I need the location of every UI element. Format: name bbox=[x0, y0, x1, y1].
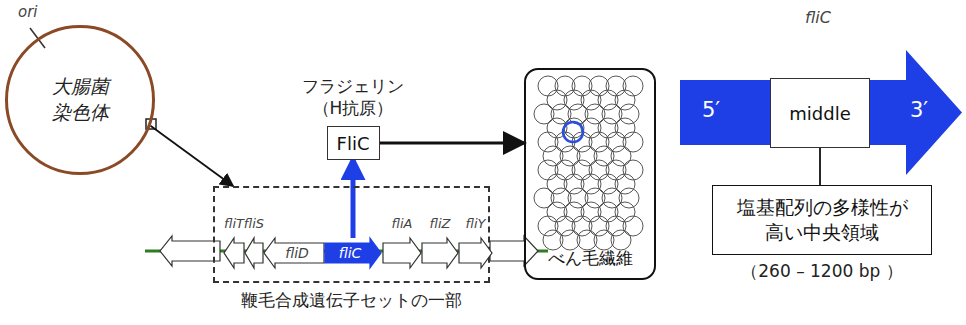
subunit-circle bbox=[615, 174, 635, 194]
subunit-circle bbox=[619, 104, 639, 124]
gene-arrow: fliA bbox=[383, 238, 421, 268]
chromosome-label: 大腸菌 染色体 bbox=[48, 74, 113, 125]
gene-name: fliZ bbox=[410, 216, 470, 231]
node-outline bbox=[224, 238, 244, 268]
node-outline bbox=[459, 238, 492, 268]
protein-box: フラジェリン （H抗原）FliC bbox=[327, 126, 380, 160]
gene-cluster-box: 鞭毛合成遺伝子セットの一部fliTfliSfliDfliCfliAfliZfli… bbox=[213, 186, 490, 283]
gene-name: fliS bbox=[233, 216, 275, 231]
leader-line bbox=[819, 148, 821, 185]
gene-set-caption: 鞭毛合成遺伝子セットの一部 bbox=[155, 289, 548, 312]
gene-arrow: fliC bbox=[325, 238, 381, 268]
subunit-circle bbox=[611, 146, 631, 166]
subunit-circle bbox=[615, 118, 635, 138]
gene-name: fliY bbox=[447, 216, 504, 231]
subunit-circle bbox=[619, 188, 639, 208]
gene-name: fliD bbox=[279, 245, 309, 261]
node-outline bbox=[422, 238, 458, 268]
gene-arrow: fliZ bbox=[422, 238, 458, 268]
gene-arrow bbox=[490, 236, 538, 266]
flagellar-filament-box: べん毛繊維 bbox=[524, 68, 656, 280]
flow-arrow bbox=[351, 160, 356, 238]
gene-name: fliA bbox=[371, 216, 433, 231]
callout-text: 塩基配列の多様性が 高い中央領域 bbox=[732, 195, 913, 244]
gene-name: fliC bbox=[788, 8, 848, 27]
strand-end: 3′ bbox=[910, 98, 928, 122]
ori-tick bbox=[30, 28, 45, 48]
flagellin-subunits bbox=[534, 76, 643, 250]
filament-label: べん毛繊維 bbox=[526, 247, 654, 270]
subunit-circle bbox=[615, 202, 635, 222]
node-outline bbox=[383, 238, 421, 268]
gene-arrow: fliY bbox=[459, 238, 492, 268]
region-name: middle bbox=[783, 103, 856, 124]
protein-name: FliC bbox=[333, 133, 374, 154]
strand-end: 5′ bbox=[702, 98, 720, 122]
subunit-circle bbox=[611, 230, 631, 250]
gene-name: fliC bbox=[339, 245, 368, 261]
protein-heading: フラジェリン （H抗原） bbox=[297, 75, 409, 119]
subunit-circle bbox=[623, 160, 643, 180]
gene-arrow bbox=[160, 236, 220, 266]
flow-arrow bbox=[380, 142, 525, 145]
size-range: （260 – 1200 bp ） bbox=[673, 260, 966, 283]
highlighted-subunit bbox=[563, 122, 583, 142]
chromosome-circle: 大腸菌 染色体 bbox=[5, 25, 155, 175]
callout-box: 塩基配列の多様性が 高い中央領域（260 – 1200 bp ） bbox=[712, 185, 932, 255]
subunit-circle bbox=[615, 90, 635, 110]
gene-arrow: fliS bbox=[245, 238, 263, 268]
gene-map-arrow: fliC5′3′middle bbox=[680, 50, 962, 175]
gene-arrow: fliT bbox=[224, 238, 244, 268]
subunit-circle bbox=[623, 216, 643, 236]
subunit-circle bbox=[623, 76, 643, 96]
gene-arrow: fliD bbox=[264, 238, 324, 268]
node-outline bbox=[245, 238, 263, 268]
origin-label: ori bbox=[18, 3, 38, 21]
subunit-circle bbox=[623, 132, 643, 152]
flow-arrow bbox=[150, 126, 233, 186]
middle-region-box: middle bbox=[770, 78, 870, 148]
